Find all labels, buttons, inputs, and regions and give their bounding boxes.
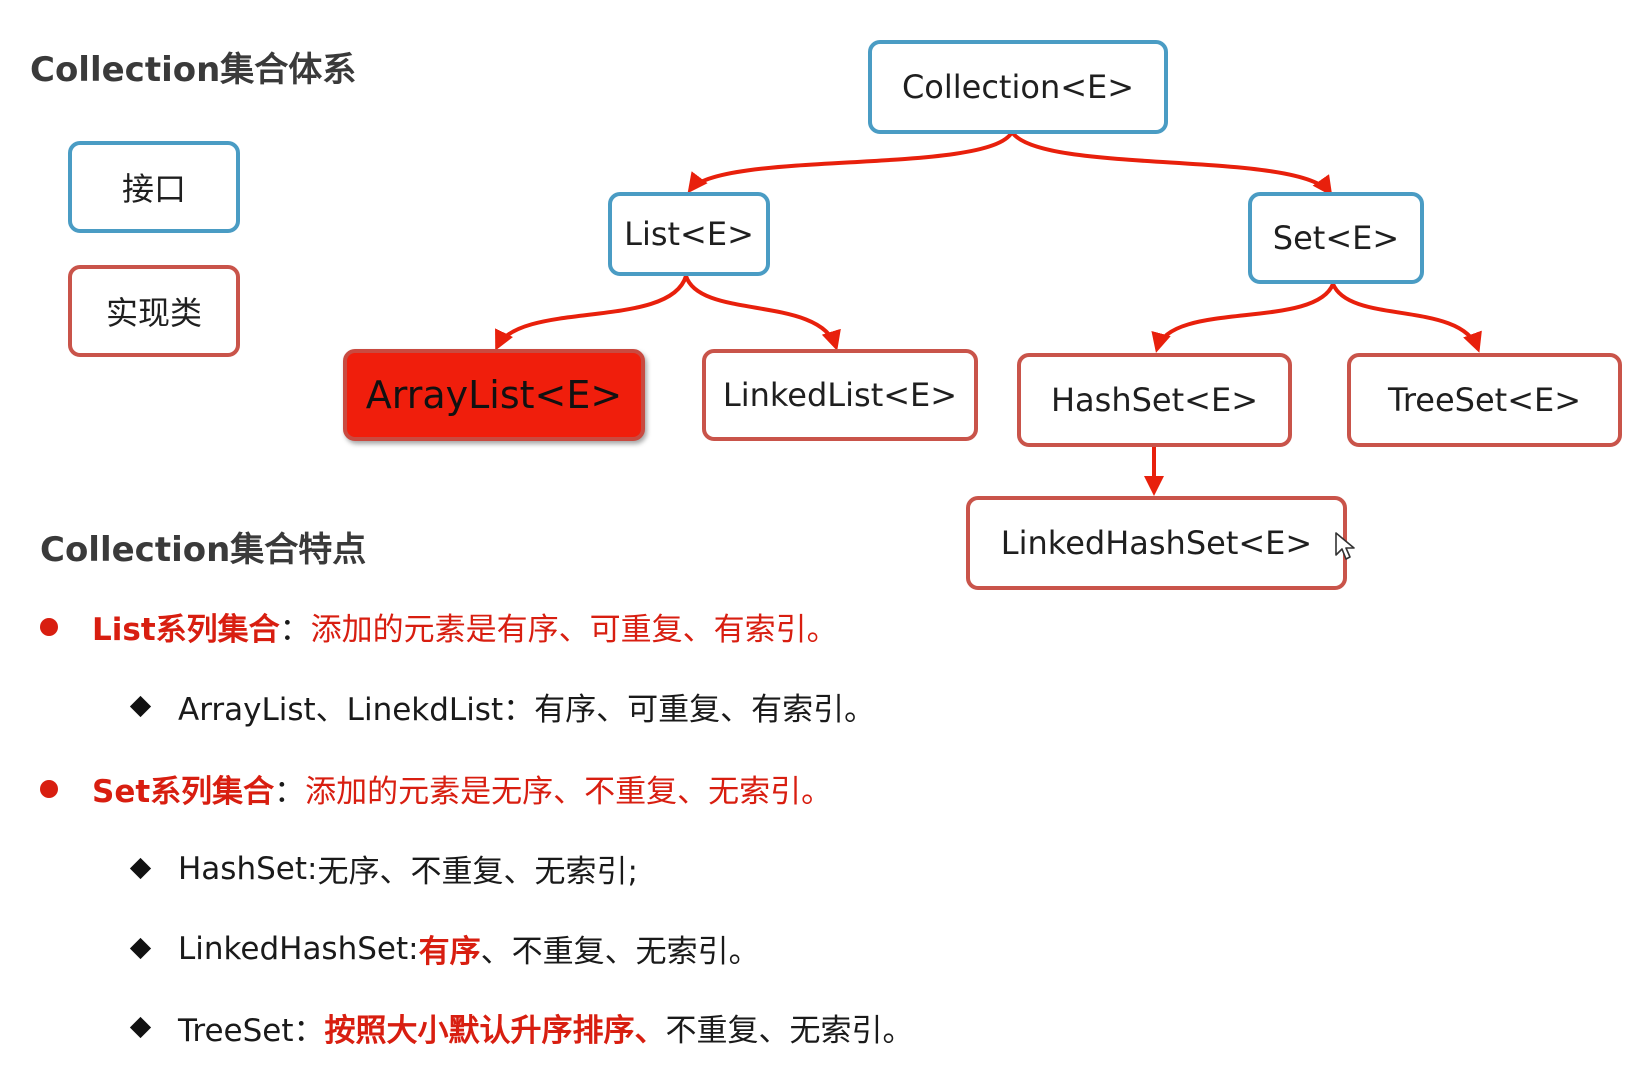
node-linkedhashset: LinkedHashSet<E>: [966, 496, 1347, 590]
feature-set-colon: ：: [274, 774, 306, 810]
node-set: Set<E>: [1248, 192, 1424, 284]
legend-interface-label: 接口: [121, 170, 186, 208]
feature-set-row: Set系列集合 ： 添加的元素是无序、不重复、无索引。: [40, 766, 832, 811]
edge-set-hashset: [1151, 283, 1335, 353]
node-collection: Collection<E>: [868, 40, 1168, 134]
feature-set-sub-desc: 不重复、无索引。: [665, 1013, 914, 1049]
feature-list-colon: ：: [279, 612, 311, 648]
feature-list-label: List系列集合: [92, 612, 280, 648]
mouse-cursor-icon: [1335, 532, 1355, 560]
node-list: List<E>: [608, 192, 770, 276]
feature-set-sub-label: HashSet:: [178, 850, 318, 887]
feature-set-desc: 添加的元素是无序、不重复、无索引。: [305, 774, 833, 810]
bullet-diamond: [129, 937, 152, 960]
feature-set-sub-emph: 有序: [418, 934, 481, 970]
node-arraylist-label: ArrayList<E>: [365, 373, 623, 417]
node-linkedhashset-label: LinkedHashSet<E>: [1000, 524, 1313, 562]
bullet-diamond: [129, 1016, 152, 1039]
edge-list-arraylist: [495, 275, 688, 351]
node-treeset-label: TreeSet<E>: [1387, 381, 1582, 419]
feature-set-sub-label: LinkedHashSet:: [178, 930, 419, 967]
node-collection-label: Collection<E>: [901, 68, 1135, 106]
node-list-label: List<E>: [624, 215, 754, 253]
edge-collection-list: [687, 130, 1014, 194]
edge-list-linkedlist: [684, 275, 841, 351]
feature-set-sub-linkedhashset: LinkedHashSet: 有序 、不重复、无索引。: [127, 926, 760, 971]
feature-set-sub-label: TreeSet：: [178, 1013, 325, 1049]
node-treeset: TreeSet<E>: [1347, 353, 1622, 447]
feature-set-sub-desc: 无序、不重复、无索引;: [317, 854, 638, 890]
edge-collection-set: [1010, 130, 1333, 197]
feature-set-label: Set系列集合: [92, 774, 275, 810]
feature-set-sub-treeset: TreeSet： 按照大小默认升序排序、 不重复、无索引。: [127, 1005, 914, 1050]
heading-features: Collection集合特点: [40, 530, 367, 570]
feature-list-sub-desc: 有序、可重复、有索引。: [534, 692, 876, 728]
node-arraylist: ArrayList<E>: [343, 349, 645, 441]
feature-set-sub-hashset: HashSet: 无序、不重复、无索引;: [127, 846, 638, 891]
heading-system: Collection集合体系: [30, 50, 357, 90]
node-set-label: Set<E>: [1272, 219, 1400, 257]
legend-interface: 接口: [68, 141, 240, 233]
legend-implementation-label: 实现类: [105, 294, 202, 332]
bullet-diamond: [129, 857, 152, 880]
node-linkedlist-label: LinkedList<E>: [722, 376, 958, 414]
bullet-dot: [40, 617, 58, 636]
node-linkedlist: LinkedList<E>: [702, 349, 978, 441]
feature-set-sub-emph: 按照大小默认升序排序、: [324, 1013, 666, 1049]
feature-list-sub-row: ArrayList、LinekdList： 有序、可重复、有索引。: [127, 684, 875, 729]
legend-implementation: 实现类: [68, 265, 240, 357]
bullet-dot: [40, 779, 58, 798]
feature-list-desc: 添加的元素是有序、可重复、有索引。: [310, 612, 838, 648]
edge-set-treeset: [1331, 283, 1482, 353]
node-hashset: HashSet<E>: [1017, 353, 1292, 447]
feature-set-sub-desc: 、不重复、无索引。: [480, 934, 760, 970]
feature-list-row: List系列集合 ： 添加的元素是有序、可重复、有索引。: [40, 604, 838, 649]
bullet-diamond: [129, 695, 152, 718]
node-hashset-label: HashSet<E>: [1050, 381, 1258, 419]
feature-list-sub-label: ArrayList、LinekdList：: [178, 692, 535, 728]
